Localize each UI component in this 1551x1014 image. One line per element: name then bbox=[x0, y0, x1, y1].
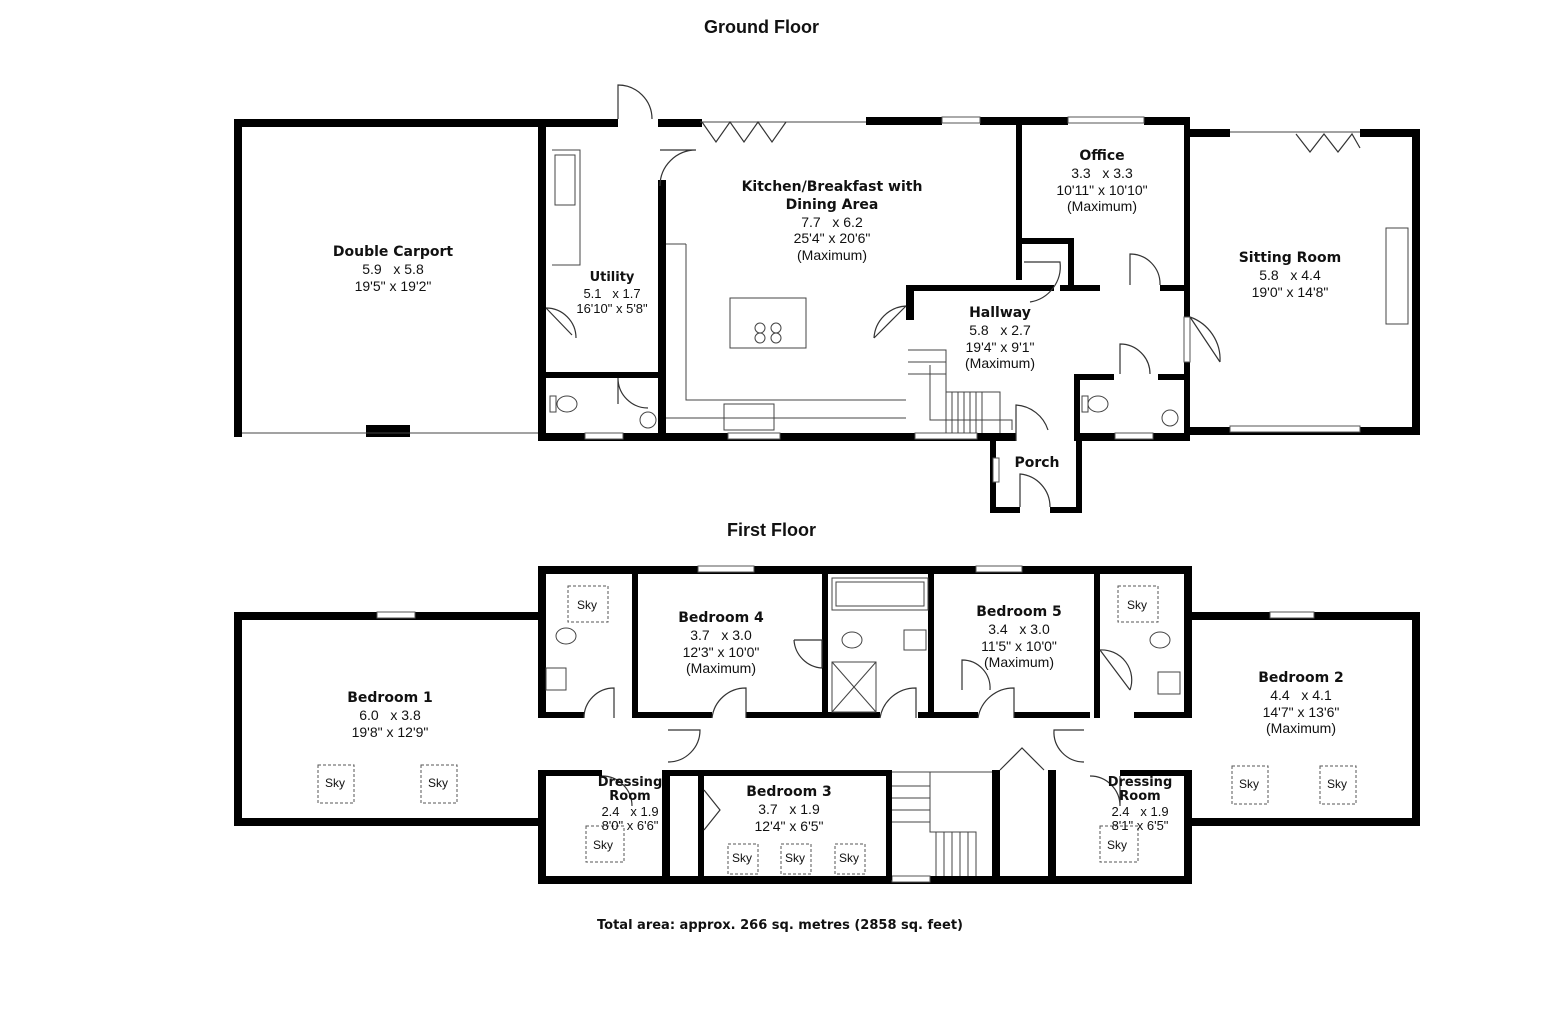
room-name: Bedroom 4 bbox=[678, 610, 764, 626]
first-floor-fittings bbox=[317, 577, 1357, 876]
room-name: Utility bbox=[589, 270, 635, 285]
room-name: Kitchen/Breakfast with bbox=[741, 179, 923, 195]
room-name-line2: Room bbox=[1119, 789, 1161, 805]
room-dimension-imperial: 19'4" x 9'1" bbox=[965, 338, 1035, 355]
room-name: Bedroom 3 bbox=[746, 784, 832, 800]
room-dimension-imperial: 11'5" x 10'0" bbox=[981, 637, 1057, 654]
room-label-dressing-room-left: Dressing Room 2.4 x 1.9 8'0" x 6'6" bbox=[578, 775, 682, 833]
room-label-bedroom-1: Bedroom 1 6.0 x 3.8 19'8" x 12'9" bbox=[322, 690, 458, 740]
room-dimension-metric: 3.3 x 3.3 bbox=[1071, 164, 1133, 181]
room-label-kitchen: Kitchen/Breakfast with Dining Area 7.7 x… bbox=[718, 178, 946, 263]
room-dimension-imperial: 16'10" x 5'8" bbox=[576, 301, 648, 317]
room-dimension-imperial: 19'8" x 12'9" bbox=[351, 723, 429, 740]
room-dimension-metric: 5.8 x 4.4 bbox=[1259, 266, 1321, 283]
room-dimension-metric: 5.1 x 1.7 bbox=[583, 285, 641, 301]
room-name: Dressing bbox=[1107, 775, 1173, 790]
room-label-dressing-room-right: Dressing Room 2.4 x 1.9 8'1" x 6'5" bbox=[1088, 775, 1192, 833]
room-label-bedroom-5: Bedroom 5 3.4 x 3.0 11'5" x 10'0" (Maxim… bbox=[954, 604, 1084, 671]
room-name: Porch bbox=[1014, 455, 1060, 471]
ground-floor-fittings bbox=[545, 84, 1361, 508]
skylight-label: Sky bbox=[1239, 777, 1260, 791]
room-dimension-imperial: 19'0" x 14'8" bbox=[1251, 283, 1329, 300]
room-name: Dressing bbox=[597, 775, 663, 790]
skylight-label: Sky bbox=[839, 851, 860, 865]
room-label-bedroom-2: Bedroom 2 4.4 x 4.1 14'7" x 13'6" (Maxim… bbox=[1236, 670, 1366, 737]
room-dimension-metric: 5.8 x 2.7 bbox=[969, 321, 1031, 338]
room-dimension-metric: 4.4 x 4.1 bbox=[1270, 686, 1332, 703]
room-name: Bedroom 1 bbox=[347, 690, 433, 706]
room-dimension-note: (Maximum) bbox=[797, 246, 867, 263]
room-dimension-metric: 3.4 x 3.0 bbox=[988, 620, 1050, 637]
first-floor-walls bbox=[234, 565, 1420, 884]
room-dimension-metric: 2.4 x 1.9 bbox=[1111, 803, 1169, 819]
room-dimension-metric: 3.7 x 1.9 bbox=[758, 800, 820, 817]
room-dimension-imperial: 10'11" x 10'10" bbox=[1056, 181, 1148, 198]
room-dimension-imperial: 25'4" x 20'6" bbox=[793, 230, 871, 247]
room-label-office: Office 3.3 x 3.3 10'11" x 10'10" (Maximu… bbox=[1030, 148, 1174, 215]
room-dimension-note: (Maximum) bbox=[1266, 720, 1336, 737]
room-name: Hallway bbox=[969, 305, 1031, 321]
room-name: Bedroom 2 bbox=[1258, 670, 1344, 686]
skylight-label: Sky bbox=[1327, 777, 1348, 791]
room-dimension-metric: 2.4 x 1.9 bbox=[601, 803, 659, 819]
room-label-porch: Porch bbox=[1004, 455, 1070, 472]
skylight-label: Sky bbox=[577, 598, 598, 612]
room-label-sitting-room: Sitting Room 5.8 x 4.4 19'0" x 14'8" bbox=[1222, 250, 1358, 300]
room-dimension-note: (Maximum) bbox=[686, 660, 756, 677]
skylight-label: Sky bbox=[1107, 838, 1128, 852]
skylight-label: Sky bbox=[1127, 598, 1148, 612]
room-dimension-note: (Maximum) bbox=[1067, 198, 1137, 215]
room-name: Office bbox=[1079, 148, 1125, 164]
room-dimension-imperial: 8'1" x 6'5" bbox=[1111, 817, 1169, 833]
total-area: Total area: approx. 266 sq. metres (2858… bbox=[597, 918, 963, 933]
room-name-line2: Dining Area bbox=[785, 197, 879, 214]
room-dimension-metric: 7.7 x 6.2 bbox=[801, 214, 863, 231]
room-dimension-imperial: 12'4" x 6'5" bbox=[754, 817, 824, 834]
room-dimension-imperial: 14'7" x 13'6" bbox=[1262, 703, 1340, 720]
room-label-bedroom-4: Bedroom 4 3.7 x 3.0 12'3" x 10'0" (Maxim… bbox=[656, 610, 786, 677]
room-name: Double Carport bbox=[332, 244, 454, 260]
skylight-label: Sky bbox=[428, 776, 449, 790]
room-dimension-metric: 5.9 x 5.8 bbox=[362, 260, 424, 277]
room-name-line2: Room bbox=[609, 789, 651, 805]
room-dimension-imperial: 12'3" x 10'0" bbox=[682, 643, 760, 660]
room-dimension-metric: 6.0 x 3.8 bbox=[359, 706, 421, 723]
skylight-label: Sky bbox=[732, 851, 753, 865]
room-dimension-note: (Maximum) bbox=[965, 355, 1035, 372]
skylight-label: Sky bbox=[785, 851, 806, 865]
room-label-hallway: Hallway 5.8 x 2.7 19'4" x 9'1" (Maximum) bbox=[940, 305, 1060, 372]
first-floor-title: First Floor bbox=[727, 520, 816, 540]
room-label-utility: Utility 5.1 x 1.7 16'10" x 5'8" bbox=[556, 270, 668, 317]
room-dimension-note: (Maximum) bbox=[984, 654, 1054, 671]
room-dimension-imperial: 8'0" x 6'6" bbox=[601, 817, 659, 833]
skylight-label: Sky bbox=[325, 776, 346, 790]
room-name: Sitting Room bbox=[1238, 250, 1342, 266]
room-dimension-metric: 3.7 x 3.0 bbox=[690, 626, 752, 643]
ground-floor-walls bbox=[234, 116, 1420, 513]
ground-floor-title: Ground Floor bbox=[704, 17, 819, 37]
room-label-double-carport: Double Carport 5.9 x 5.8 19'5" x 19'2" bbox=[318, 244, 468, 294]
room-dimension-imperial: 19'5" x 19'2" bbox=[354, 277, 432, 294]
skylight-label: Sky bbox=[593, 838, 614, 852]
room-label-bedroom-3: Bedroom 3 3.7 x 1.9 12'4" x 6'5" bbox=[728, 784, 850, 834]
room-name: Bedroom 5 bbox=[976, 604, 1062, 620]
